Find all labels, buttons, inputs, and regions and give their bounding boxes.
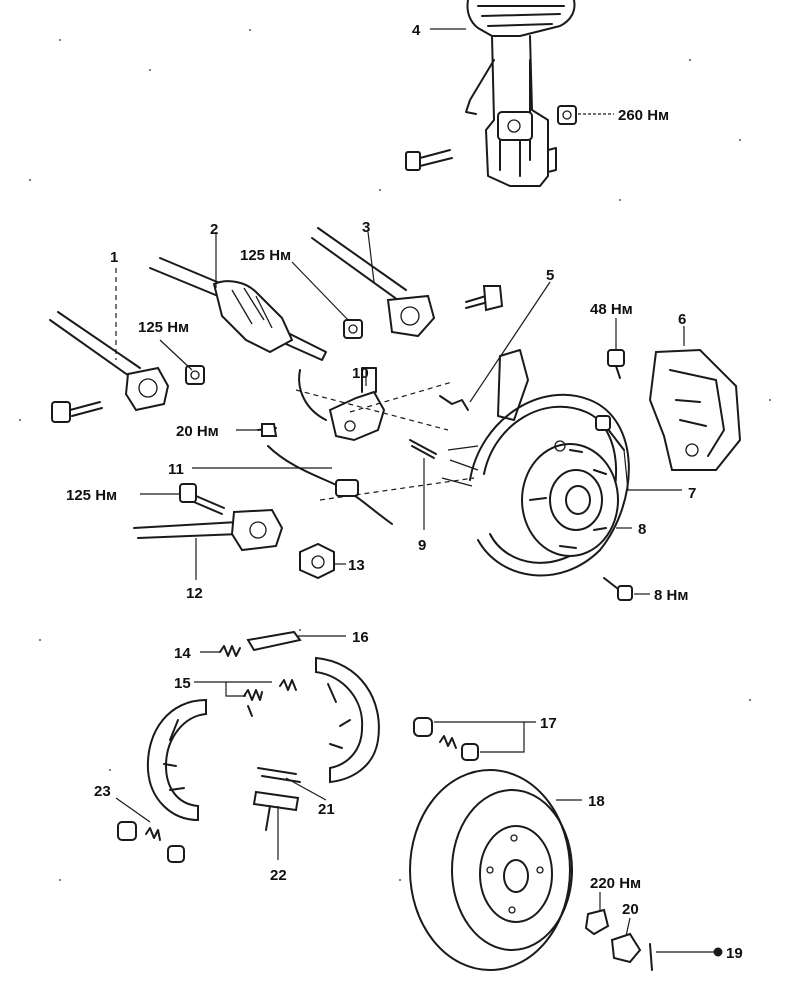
springs-15 xyxy=(243,679,297,717)
torque-125b: 125 Нм xyxy=(138,319,189,336)
strut-nut xyxy=(557,105,577,125)
torque-48: 48 Нм xyxy=(590,301,633,318)
bushing-13 xyxy=(299,542,335,580)
dust-shield xyxy=(441,393,630,577)
leader-15 xyxy=(194,681,272,697)
bolt-20 xyxy=(257,423,278,437)
brake-disc-18 xyxy=(409,769,573,971)
hold-down-23 xyxy=(117,821,185,863)
bolt-7 xyxy=(595,415,625,451)
bracket-10 xyxy=(298,367,386,442)
callout-8: 8 xyxy=(638,521,646,538)
spring-14 xyxy=(219,645,241,657)
hub-8 xyxy=(521,440,619,557)
bolt-9 xyxy=(409,439,437,459)
callout-19: 19 xyxy=(726,945,743,962)
strut-bolt xyxy=(405,149,453,171)
callout-20: 20 xyxy=(622,901,639,918)
leader-5 xyxy=(469,281,551,403)
lower-arm-1 xyxy=(49,311,170,412)
arm-nut-1 xyxy=(185,365,205,385)
upper-arm-3 xyxy=(311,227,436,338)
torque-20: 20 Нм xyxy=(176,423,219,440)
brake-shoe-right xyxy=(315,656,380,784)
cotter-pin-19 xyxy=(649,943,723,971)
torque-8: 8 Нм xyxy=(654,587,688,604)
callout-21: 21 xyxy=(318,801,335,818)
scan-noise xyxy=(19,29,771,881)
bolt-8nm xyxy=(603,577,633,601)
torque-125a: 125 Нм xyxy=(240,247,291,264)
leader-125b xyxy=(159,339,193,371)
strut-assembly xyxy=(465,0,576,187)
callout-14: 14 xyxy=(174,645,191,662)
leader-3 xyxy=(367,231,375,283)
callout-11: 11 xyxy=(168,461,184,478)
callout-12: 12 xyxy=(186,585,203,602)
callout-10: 10 xyxy=(352,365,369,382)
adjuster-21 xyxy=(257,767,301,783)
callout-9: 9 xyxy=(418,537,426,554)
callout-22: 22 xyxy=(270,867,287,884)
leader-125a xyxy=(291,261,351,323)
callout-6: 6 xyxy=(678,311,686,328)
callout-1: 1 xyxy=(110,249,118,266)
torque-125c: 125 Нм xyxy=(66,487,117,504)
callout-15: 15 xyxy=(174,675,191,692)
nut-220 xyxy=(584,908,610,936)
cable-11 xyxy=(267,445,393,525)
leader-20 xyxy=(625,917,631,937)
adjuster-22 xyxy=(252,790,300,831)
cap-20 xyxy=(610,932,642,964)
knuckle xyxy=(497,349,529,421)
callout-16: 16 xyxy=(352,629,369,646)
callout-4: 4 xyxy=(412,22,421,39)
callout-5: 5 xyxy=(546,267,554,284)
torque-220: 220 Нм xyxy=(590,875,641,892)
callout-2: 2 xyxy=(210,221,218,238)
leader-21 xyxy=(285,777,327,801)
torque-260: 260 Нм xyxy=(618,107,669,124)
shaft-nut-2 xyxy=(343,319,363,339)
callout-7: 7 xyxy=(688,485,696,502)
hold-down-17 xyxy=(413,717,479,761)
leader-7 xyxy=(623,449,682,491)
assembly-lines xyxy=(295,381,475,501)
arm-bolt-1 xyxy=(51,401,103,423)
caliper-bolt-48 xyxy=(607,349,625,379)
callout-23: 23 xyxy=(94,783,111,800)
trailing-arm-12 xyxy=(133,508,284,552)
callout-18: 18 xyxy=(588,793,605,810)
bolt-125c xyxy=(179,483,225,515)
callout-13: 13 xyxy=(348,557,365,574)
upper-arm-bolt xyxy=(465,285,504,312)
callout-3: 3 xyxy=(362,219,370,236)
caliper-6 xyxy=(648,348,742,471)
leader-17 xyxy=(434,721,536,753)
leader-23 xyxy=(115,797,151,823)
drive-shaft-2 xyxy=(149,257,327,361)
lever-16 xyxy=(246,630,302,652)
clip-5 xyxy=(439,395,469,411)
callout-17: 17 xyxy=(540,715,557,732)
brake-shoe-left xyxy=(146,698,207,822)
